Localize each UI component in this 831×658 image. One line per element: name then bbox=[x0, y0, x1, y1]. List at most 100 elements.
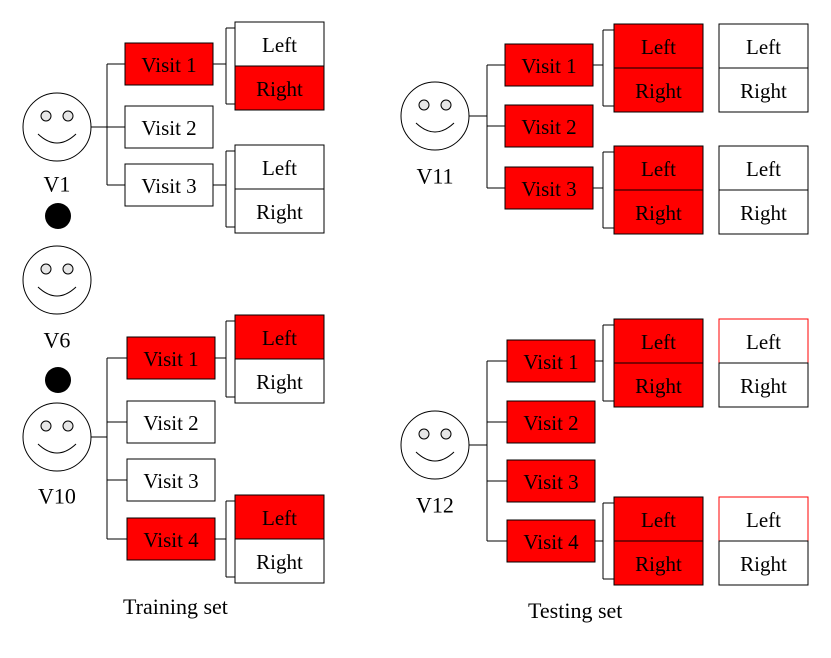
subject-v10-visit-4-box-label: Visit 4 bbox=[143, 528, 199, 552]
subject-v11-visit-3-box-label: Visit 3 bbox=[521, 177, 576, 201]
subject-v11-visit-2-box-label: Visit 2 bbox=[521, 115, 576, 139]
subject-v12-visit-1-eye-right-label: Right bbox=[635, 374, 682, 398]
subject-v12-visit-4-box bbox=[506, 519, 596, 563]
subject-v11-visit-3-eye-right-label: Right bbox=[635, 201, 682, 225]
subject-v1-face-mouth bbox=[37, 133, 77, 144]
smiley-face-icon bbox=[22, 402, 92, 472]
subject-v11-visit-1-eye-left bbox=[613, 23, 704, 69]
subject-v11-visit-1-box-label: Visit 1 bbox=[521, 54, 576, 78]
subject-v12-visit-4-result-left bbox=[718, 496, 809, 542]
subject-v1-visit-3-box-label: Visit 3 bbox=[141, 174, 196, 198]
subject-v10-visit-4-box bbox=[126, 517, 216, 561]
subject-v11-visit-1-box bbox=[504, 43, 594, 87]
subject-v10-visit-1-eye-left bbox=[234, 314, 325, 360]
subject-v11-visit-2-box bbox=[504, 104, 594, 148]
smiley-face-icon bbox=[22, 245, 92, 315]
subject-v10-visit-1-box bbox=[126, 336, 216, 380]
subject-v12-face-left-eye bbox=[418, 428, 430, 440]
subject-v12-visit-1-eye-right bbox=[613, 362, 704, 408]
subject-v6-face-right-eye bbox=[62, 263, 74, 275]
subject-v12-visit-1-eye-left-label: Left bbox=[641, 330, 676, 354]
subject-v1-visit-3-eye-right-label: Right bbox=[256, 200, 303, 224]
subject-v12-visit-1-box bbox=[506, 339, 596, 383]
subject-v10-face-mouth bbox=[37, 443, 77, 454]
subject-v11-visit-1-eye-right-label: Right bbox=[635, 79, 682, 103]
subject-v10-visit-4-eye-left bbox=[234, 494, 325, 540]
subject-v1-face-left-eye bbox=[40, 110, 52, 122]
subject-v12-visit-4-eye-left bbox=[613, 496, 704, 542]
subject-v11-label: V11 bbox=[416, 164, 453, 189]
subject-v10-visit-1-eye-right bbox=[234, 358, 325, 404]
subject-v11-visit-3-result-right bbox=[718, 189, 809, 235]
subject-v11-visit-1-result-right bbox=[718, 67, 809, 113]
subject-v1-visit-1-eye-right bbox=[234, 65, 325, 111]
subject-v12-visit-3-box bbox=[506, 459, 596, 503]
subject-v11-visit-1-eye-left-label: Left bbox=[641, 35, 676, 59]
subject-v12-visit-1-result-right-label: Right bbox=[740, 374, 787, 398]
subject-v10-face-left-eye bbox=[40, 420, 52, 432]
subject-v1-visit-2-box bbox=[124, 105, 214, 149]
subject-v11-visit-1-result-left bbox=[718, 23, 809, 69]
black-dot-icon-upper bbox=[45, 203, 71, 229]
subject-v10-visit-3-box bbox=[126, 458, 216, 502]
subject-v11-visit-3-box bbox=[504, 166, 594, 210]
subject-v10-visit-1-eye-left-label: Left bbox=[262, 326, 297, 350]
subject-v12-label: V12 bbox=[416, 493, 454, 518]
subject-v1-face-right-eye bbox=[62, 110, 74, 122]
subject-v12-visit-2-box-label: Visit 2 bbox=[523, 411, 578, 435]
subject-v10-visit-4-eye-right-label: Right bbox=[256, 550, 303, 574]
testing-set-caption: Testing set bbox=[528, 598, 623, 623]
subject-v10-visit-1-box-label: Visit 1 bbox=[143, 347, 198, 371]
subject-v12-visit-3-box-label: Visit 3 bbox=[523, 470, 578, 494]
subject-v10-face-right-eye bbox=[62, 420, 74, 432]
subject-v12-face-mouth bbox=[415, 451, 455, 462]
subject-v12-visit-4-result-left-label: Left bbox=[746, 508, 781, 532]
smiley-face-icon bbox=[22, 92, 92, 162]
subject-v1-visit-3-eye-left bbox=[234, 144, 325, 190]
subject-v12-visit-2-box bbox=[506, 400, 596, 444]
subject-v10-visit-4-eye-left-label: Left bbox=[262, 506, 297, 530]
subject-v11-face-outline bbox=[400, 81, 470, 151]
subject-v12-face-outline bbox=[400, 410, 470, 480]
smiley-face-icon bbox=[400, 410, 470, 480]
subject-v12-visit-4-eye-right bbox=[613, 540, 704, 586]
subject-v6-label: V6 bbox=[44, 328, 71, 353]
smiley-face-icon bbox=[400, 81, 470, 151]
subject-v1-visit-2-box-label: Visit 2 bbox=[141, 116, 196, 140]
subject-v12-visit-4-result-right-label: Right bbox=[740, 552, 787, 576]
subject-v6-face-left-eye bbox=[40, 263, 52, 275]
subject-v11-visit-1-result-left-label: Left bbox=[746, 35, 781, 59]
training-set-caption: Training set bbox=[123, 594, 228, 619]
subject-v12-face-right-eye bbox=[440, 428, 452, 440]
subject-v12-visit-1-result-right bbox=[718, 362, 809, 408]
subject-v12-visit-4-box-label: Visit 4 bbox=[523, 530, 579, 554]
subject-v1-face-outline bbox=[22, 92, 92, 162]
subject-v10-visit-2-box bbox=[126, 400, 216, 444]
subject-v11-visit-3-result-right-label: Right bbox=[740, 201, 787, 225]
subject-v12-visit-4-result-right bbox=[718, 540, 809, 586]
subject-v12-visit-1-eye-left bbox=[613, 318, 704, 364]
subject-v1-visit-1-box bbox=[124, 42, 214, 86]
subject-v10-visit-1-eye-right-label: Right bbox=[256, 370, 303, 394]
subject-v10-visit-3-box-label: Visit 3 bbox=[143, 469, 198, 493]
subject-v11-face-right-eye bbox=[440, 99, 452, 111]
subject-v11-visit-3-eye-left-label: Left bbox=[641, 157, 676, 181]
subject-v11-visit-3-result-left-label: Left bbox=[746, 157, 781, 181]
subject-v11-visit-3-result-left bbox=[718, 145, 809, 191]
subject-v12-visit-1-result-left-label: Left bbox=[746, 330, 781, 354]
subject-v12-visit-1-result-left bbox=[718, 318, 809, 364]
subject-v1-label: V1 bbox=[44, 172, 71, 197]
subject-v6-face-outline bbox=[22, 245, 92, 315]
subject-v1-visit-1-box-label: Visit 1 bbox=[141, 53, 196, 77]
subject-v12-visit-4-eye-left-label: Left bbox=[641, 508, 676, 532]
subject-v10-visit-2-box-label: Visit 2 bbox=[143, 411, 198, 435]
subject-v10-face-outline bbox=[22, 402, 92, 472]
subject-v11-visit-3-eye-right bbox=[613, 189, 704, 235]
subject-v11-visit-1-result-right-label: Right bbox=[740, 79, 787, 103]
subject-v1-visit-1-eye-right-label: Right bbox=[256, 77, 303, 101]
subject-v12-visit-4-eye-right-label: Right bbox=[635, 552, 682, 576]
subject-v6-face-mouth bbox=[37, 286, 77, 297]
subject-v11-face-mouth bbox=[415, 122, 455, 133]
